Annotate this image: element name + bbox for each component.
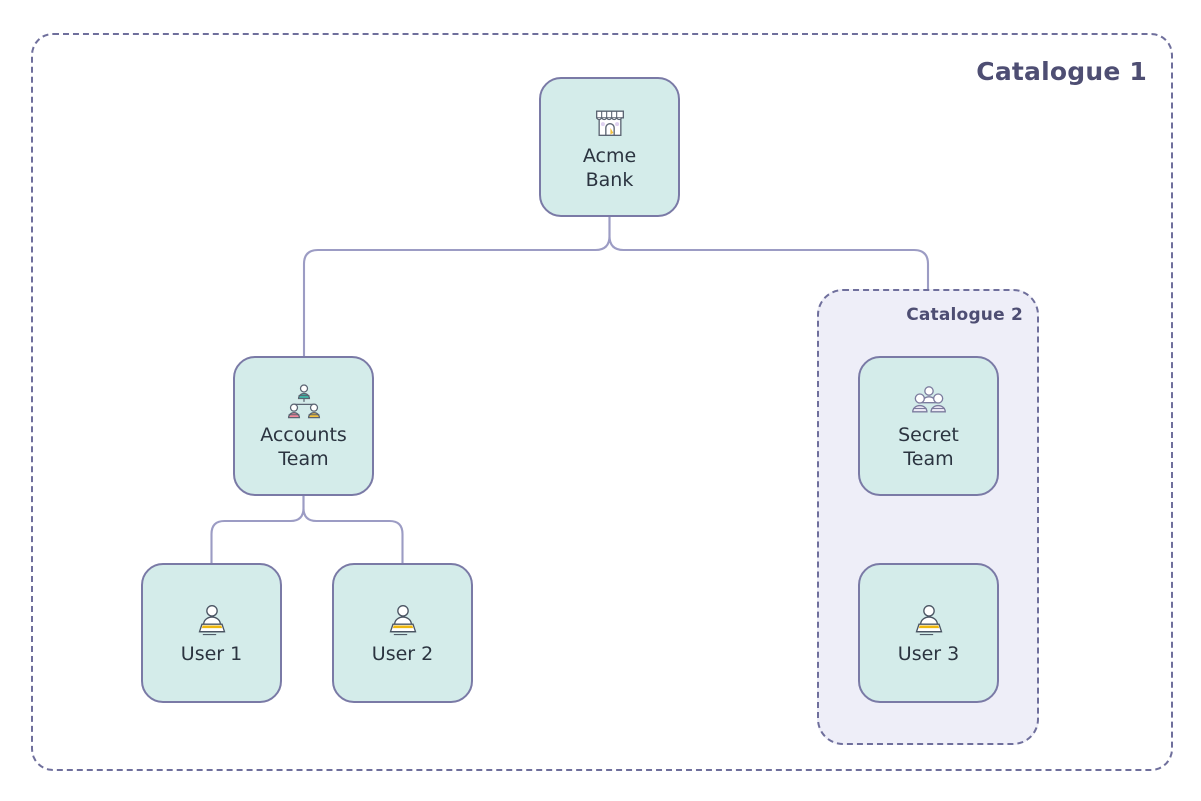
storefront-icon [595, 110, 624, 136]
node-user-3-label: User 3 [897, 642, 960, 665]
edge-acme-bank-to-catalogue-2 [608, 217, 930, 289]
edge-acme-bank-to-accounts-team [302, 217, 611, 356]
catalogue-1-title: Catalogue 1 [976, 57, 1147, 86]
node-user-1[interactable]: User 1 [141, 563, 282, 703]
node-accounts-team-label: Accounts Team [260, 423, 347, 470]
node-user-3[interactable]: User 3 [858, 563, 999, 703]
node-secret-team-label: Secret Team [898, 423, 959, 470]
user-laptop-icon [915, 604, 942, 635]
node-secret-team[interactable]: Secret Team [858, 356, 999, 496]
node-user-2-label: User 2 [371, 642, 434, 665]
node-acme-bank[interactable]: Acme Bank [539, 77, 680, 217]
node-user-1-label: User 1 [180, 642, 243, 665]
edge-accounts-team-to-user-2 [302, 496, 404, 563]
user-laptop-icon [389, 604, 416, 635]
user-group-icon [911, 385, 946, 413]
catalogue-2-title: Catalogue 2 [906, 305, 1023, 325]
container-catalogue-1[interactable]: Catalogue 1 [31, 33, 1173, 771]
node-acme-bank-label: Acme Bank [582, 144, 637, 191]
org-hierarchy-icon [287, 384, 320, 418]
node-accounts-team[interactable]: Accounts Team [233, 356, 374, 496]
user-laptop-icon [198, 604, 225, 635]
node-user-2[interactable]: User 2 [332, 563, 473, 703]
edge-accounts-team-to-user-1 [210, 496, 305, 563]
